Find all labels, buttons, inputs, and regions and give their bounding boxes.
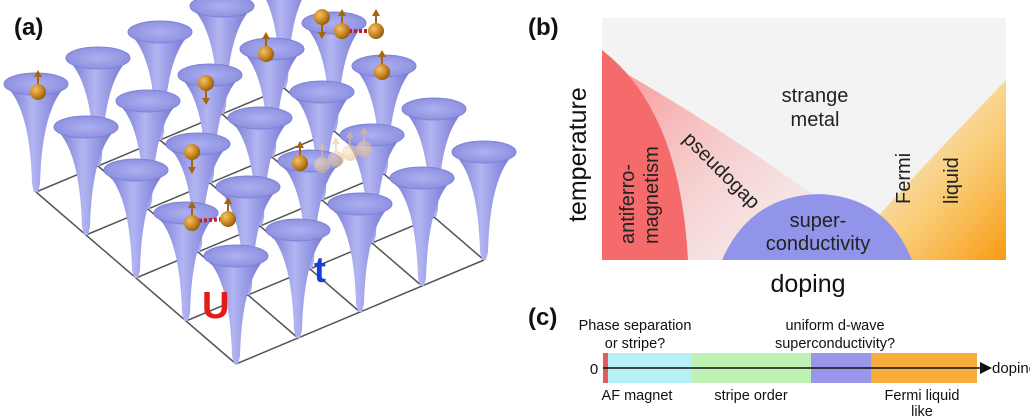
fermi-liquid-like-line1: Fermi liquid <box>885 388 960 404</box>
hopping-electron-trail <box>314 143 330 173</box>
dwave-label-line2: superconductivity? <box>775 336 895 352</box>
funnel <box>127 20 193 140</box>
af-label-line2: magnetism <box>641 146 663 244</box>
phase-diagram: antiferro- magnetism pseudogap strange m… <box>564 18 1006 298</box>
funnel <box>265 218 331 338</box>
af-label-line1: antiferro- <box>617 164 639 244</box>
funnel <box>227 106 293 226</box>
doping-bar: Phase separation or stripe? uniform d-wa… <box>579 318 1030 418</box>
antiferromagnetism-region <box>602 50 688 260</box>
superconductivity-dome <box>722 194 912 260</box>
funnel <box>53 115 119 235</box>
panel-a-label: (a) <box>14 14 44 41</box>
panel-c-label: (c) <box>528 304 558 331</box>
electron <box>184 201 200 231</box>
funnel <box>115 89 181 209</box>
x-axis-label: doping <box>770 270 845 298</box>
hopping-electron-trail <box>328 137 344 167</box>
doping-axis-label: doping <box>992 360 1030 377</box>
strange-metal-label-line2: metal <box>791 109 840 131</box>
zero-label: 0 <box>590 361 598 378</box>
electrons <box>30 9 390 231</box>
funnel <box>189 0 255 114</box>
funnel <box>451 140 517 260</box>
fermi-liquid-region <box>840 80 1006 260</box>
hubbard-lattice-illustration: U t <box>3 0 517 365</box>
panel-b-label: (b) <box>528 14 559 41</box>
funnel <box>327 192 393 312</box>
phase-sep-label-line1: Phase separation <box>579 318 692 334</box>
electron <box>368 9 384 39</box>
funnel <box>65 46 131 166</box>
electron <box>258 32 274 62</box>
electron <box>220 197 236 227</box>
electron <box>198 75 214 105</box>
fermi-liquid-label-line1: Fermi <box>893 153 915 204</box>
electron <box>292 141 308 171</box>
funnel <box>203 244 269 364</box>
dwave-label-line1: uniform d-wave <box>785 318 884 334</box>
electron <box>314 9 330 39</box>
electron <box>334 9 350 39</box>
y-axis-label: temperature <box>564 87 592 222</box>
hubbard-u-symbol: U <box>202 285 229 327</box>
funnel <box>401 97 467 217</box>
sc-label-line2: conductivity <box>766 233 871 255</box>
funnel <box>103 158 169 278</box>
fermi-liquid-like-line2: like <box>911 404 933 418</box>
hopping-electron-trail <box>342 131 358 161</box>
phase-sep-label-line2: or stripe? <box>605 336 665 352</box>
electron <box>184 144 200 174</box>
stripe-order-label: stripe order <box>714 388 788 404</box>
electron <box>374 50 390 80</box>
funnel <box>389 166 455 286</box>
fermi-liquid-label-line2: liquid <box>941 157 963 204</box>
sc-label-line1: super- <box>790 210 847 232</box>
potential-wells <box>3 0 517 364</box>
doping-axis-arrowhead <box>980 362 992 374</box>
hopping-t-symbol: t <box>314 249 326 290</box>
hopping-electron-trail <box>356 127 372 157</box>
funnel <box>339 123 405 243</box>
electron <box>30 70 46 100</box>
strange-metal-label-line1: strange <box>782 85 849 107</box>
af-magnet-label: AF magnet <box>602 388 673 404</box>
funnel <box>215 175 281 295</box>
